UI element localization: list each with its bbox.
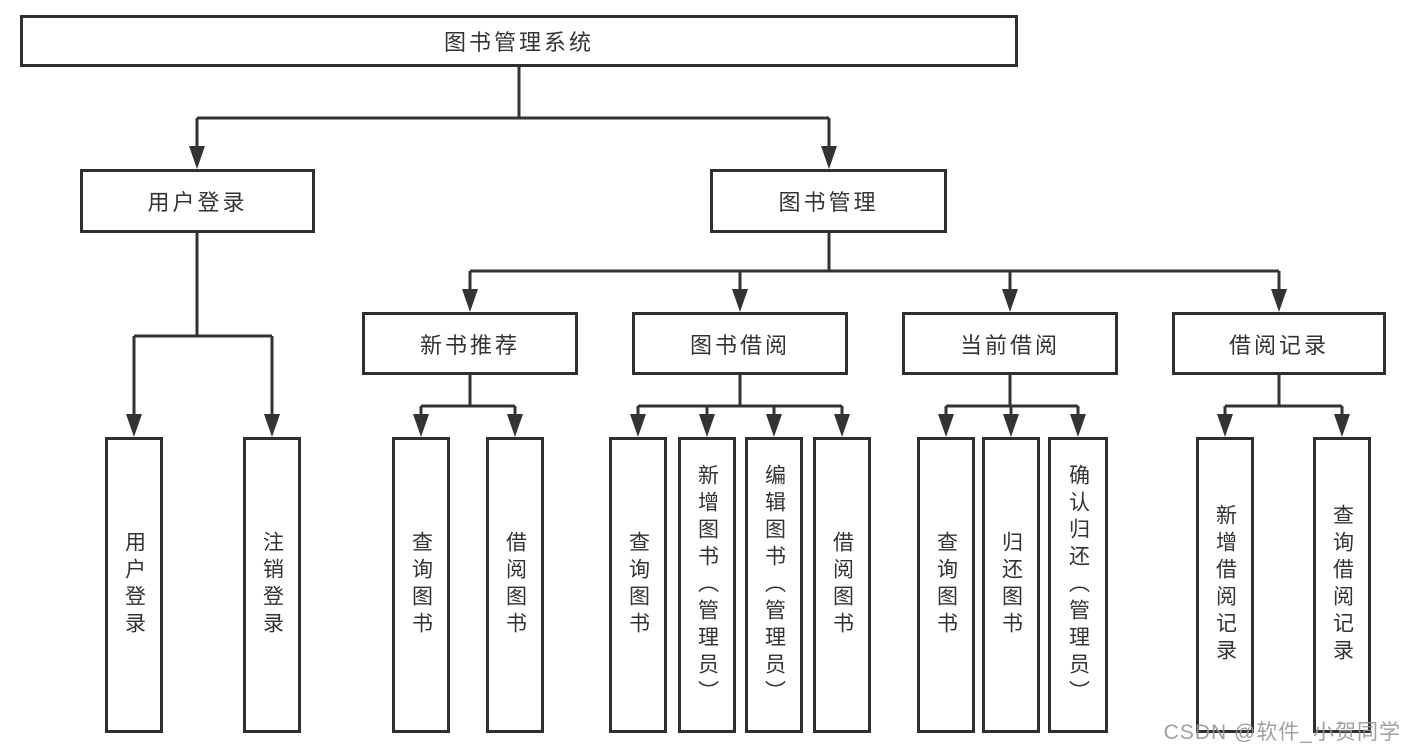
node-logout: 注销登录 bbox=[243, 437, 301, 733]
node-cb-query-book: 查询图书 bbox=[917, 437, 975, 733]
node-borrow-records-label: 借阅记录 bbox=[1228, 332, 1329, 358]
node-br-query-record: 查询借阅记录 bbox=[1313, 437, 1371, 733]
node-bb-query-book: 查询图书 bbox=[609, 437, 667, 733]
node-new-book-recommend: 新书推荐 bbox=[362, 312, 578, 375]
node-nbr-borrow-book: 借阅图书 bbox=[486, 437, 544, 733]
node-nbr-query-book-label: 查询图书 bbox=[409, 531, 433, 639]
node-book-management-label: 图书管理 bbox=[778, 190, 879, 215]
node-borrow-records: 借阅记录 bbox=[1172, 312, 1386, 375]
node-logout-label: 注销登录 bbox=[260, 531, 284, 639]
node-root: 图书管理系统 bbox=[20, 15, 1018, 67]
node-cb-return-book-label: 归还图书 bbox=[999, 531, 1023, 639]
node-book-management: 图书管理 bbox=[710, 169, 947, 233]
watermark: CSDN @软件_小贺同学 bbox=[1163, 721, 1401, 744]
node-cb-query-book-label: 查询图书 bbox=[934, 531, 958, 639]
node-new-book-recommend-label: 新书推荐 bbox=[419, 332, 520, 358]
node-bb-edit-book: 编辑图书（管理员） bbox=[745, 437, 803, 733]
node-cb-return-book: 归还图书 bbox=[982, 437, 1040, 733]
node-user-login-leaf: 用户登录 bbox=[105, 437, 163, 733]
node-bb-edit-book-label: 编辑图书（管理员） bbox=[762, 463, 786, 707]
node-root-label: 图书管理系统 bbox=[443, 30, 594, 55]
node-user-login-label: 用户登录 bbox=[147, 190, 248, 215]
node-br-add-record: 新增借阅记录 bbox=[1196, 437, 1254, 733]
node-user-login: 用户登录 bbox=[80, 169, 315, 233]
node-bb-add-book: 新增图书（管理员） bbox=[678, 437, 736, 733]
node-current-borrow-label: 当前借阅 bbox=[959, 332, 1060, 358]
node-br-add-record-label: 新增借阅记录 bbox=[1213, 504, 1237, 666]
node-bb-query-book-label: 查询图书 bbox=[626, 531, 650, 639]
node-user-login-leaf-label: 用户登录 bbox=[122, 531, 146, 639]
node-br-query-record-label: 查询借阅记录 bbox=[1330, 504, 1354, 666]
node-bb-borrow-book: 借阅图书 bbox=[813, 437, 871, 733]
node-cb-confirm-return: 确认归还（管理员） bbox=[1048, 437, 1108, 733]
node-nbr-query-book: 查询图书 bbox=[392, 437, 450, 733]
node-bb-add-book-label: 新增图书（管理员） bbox=[695, 463, 719, 707]
node-book-borrow: 图书借阅 bbox=[632, 312, 848, 375]
node-book-borrow-label: 图书借阅 bbox=[689, 332, 790, 358]
node-nbr-borrow-book-label: 借阅图书 bbox=[503, 531, 527, 639]
node-bb-borrow-book-label: 借阅图书 bbox=[830, 531, 854, 639]
node-cb-confirm-return-label: 确认归还（管理员） bbox=[1066, 463, 1090, 707]
node-current-borrow: 当前借阅 bbox=[902, 312, 1118, 375]
